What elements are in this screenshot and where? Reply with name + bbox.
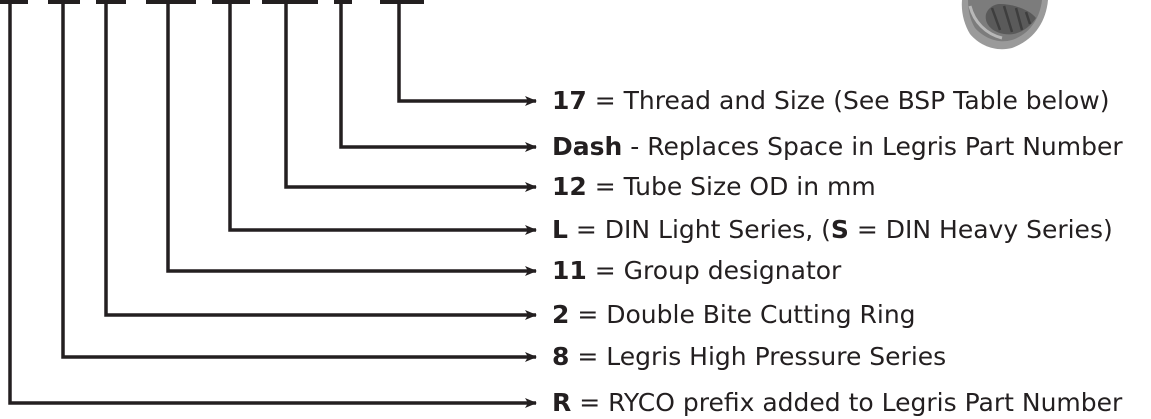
legend-item-11: 11 = Group designator — [552, 256, 842, 285]
legend-item-l: L = DIN Light Series, (S = DIN Heavy Ser… — [552, 215, 1113, 244]
legend-item-2: 2 = Double Bite Cutting Ring — [552, 300, 916, 329]
legend-item-r: R = RYCO prefix added to Legris Part Num… — [552, 388, 1123, 417]
leader-line-8 — [61, 0, 537, 362]
leader-line-12 — [284, 0, 537, 192]
leader-line-r — [8, 0, 537, 408]
leader-line-l — [228, 0, 537, 235]
leader-line-2 — [104, 0, 537, 320]
leader-line-17 — [397, 0, 537, 106]
fitting-photo-icon — [961, 0, 1048, 50]
legend-item-8: 8 = Legris High Pressure Series — [552, 342, 947, 371]
legend-item-17: 17 = Thread and Size (See BSP Table belo… — [552, 86, 1110, 115]
leader-line-dash — [339, 0, 537, 152]
legend-item-dash: Dash - Replaces Space in Legris Part Num… — [552, 132, 1123, 161]
legend-item-12: 12 = Tube Size OD in mm — [552, 172, 876, 201]
leader-line-11 — [166, 0, 537, 276]
